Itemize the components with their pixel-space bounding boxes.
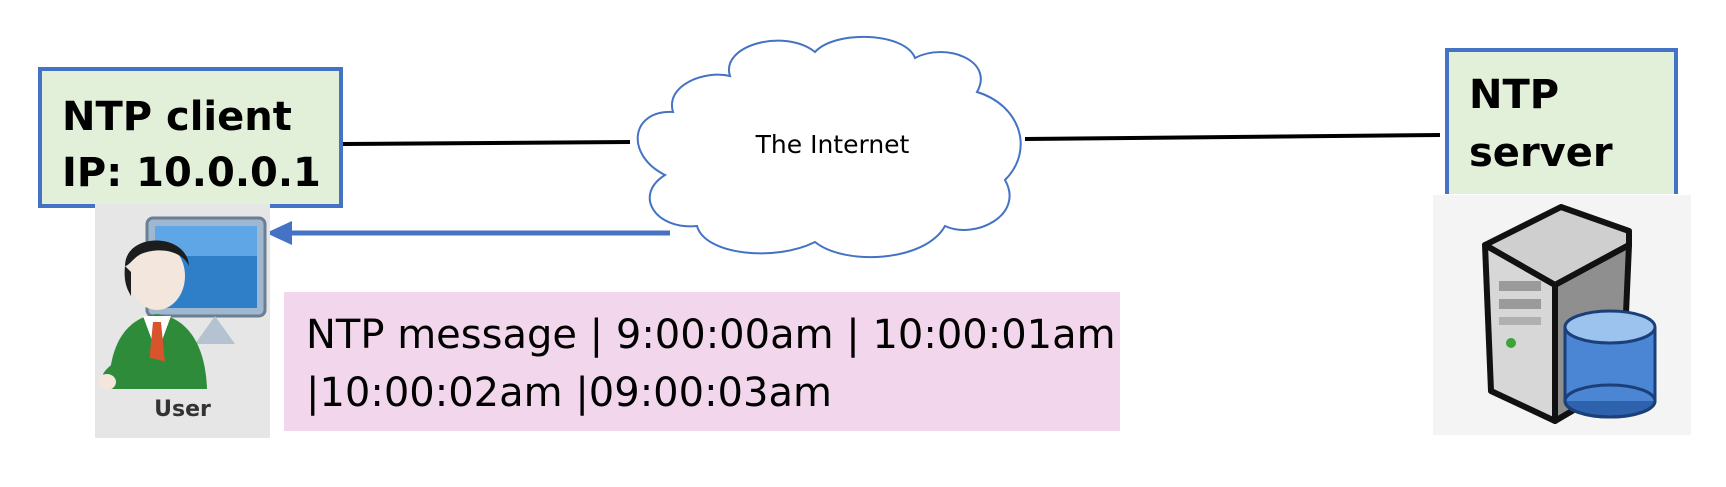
server-title-line2: server [1469, 130, 1613, 176]
internet-label: The Internet [755, 130, 910, 159]
server-database-icon [1433, 195, 1691, 435]
user-illustration [98, 216, 267, 390]
user-at-computer-icon: User [95, 204, 270, 438]
client-title: NTP client [62, 94, 292, 140]
client-cloud-link [342, 140, 631, 146]
message-line-1: NTP message | 9:00:00am | 10:00:01am [306, 312, 1116, 358]
ntp-message-box: NTP message | 9:00:00am | 10:00:01am |10… [284, 292, 1120, 431]
user-caption: User [154, 397, 211, 422]
client-ip: IP: 10.0.0.1 [62, 150, 321, 196]
cloud-server-link [1024, 133, 1441, 141]
internet-cloud [636, 36, 1022, 259]
ntp-server-box: NTP server [1445, 48, 1678, 194]
response-arrow-head [266, 221, 292, 245]
server-title-line1: NTP [1469, 72, 1560, 118]
server-illustration [1482, 204, 1657, 424]
message-line-2: |10:00:02am |09:00:03am [306, 370, 832, 416]
ntp-client-box: NTP client IP: 10.0.0.1 [38, 67, 343, 208]
